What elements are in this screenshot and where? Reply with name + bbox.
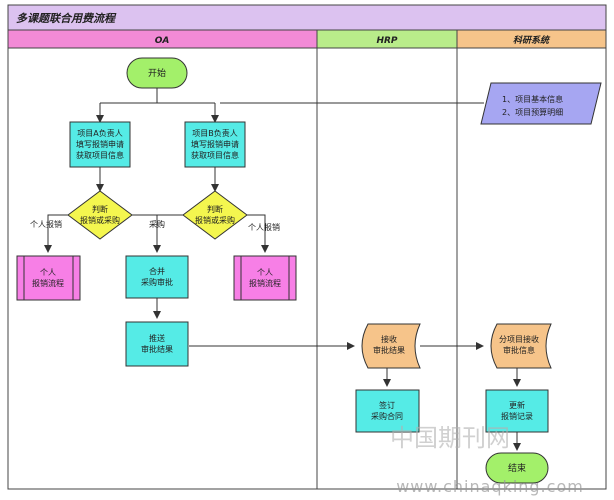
watermark: 中国期刊网 <box>390 424 510 452</box>
decision-b-line-2: 报销或采购 <box>195 215 235 225</box>
project-info-input: 1、项目基本信息 2、项目预算明细 <box>480 82 602 125</box>
update-line-1: 更新 <box>509 400 525 410</box>
decision-a-line-1: 判断 <box>92 204 108 214</box>
personal-left-line-1: 个人 <box>40 268 56 277</box>
diagram-title: 多课题联合用费流程 <box>16 12 117 25</box>
lane-header-research <box>456 29 607 49</box>
project-a-box: 项目A负责人 填写报销申请 获取项目信息 <box>69 121 131 168</box>
receive-result-node: 接收 审批结果 <box>361 323 421 369</box>
split-line-1: 分项目接收 <box>499 334 539 344</box>
personal-right-line-1: 个人 <box>257 268 273 277</box>
project-a-line-2: 填写报销申请 <box>76 139 124 149</box>
project-b-box: 项目B负责人 填写报销申请 获取项目信息 <box>184 121 246 168</box>
edge <box>44 214 68 253</box>
info-line-2: 2、项目预算明细 <box>502 107 563 117</box>
watermark-url: www.chinaqking.com <box>396 477 584 496</box>
personal-flow-left: 个人 报销流程 <box>16 255 81 301</box>
split-project-node: 分项目接收 审批信息 <box>490 323 552 369</box>
decision-a: 判断 报销或采购 <box>67 190 133 240</box>
title-bar <box>7 4 607 31</box>
push-result-box: 推送 审批结果 <box>125 321 189 367</box>
project-a-line-1: 项目A负责人 <box>77 128 122 138</box>
merge-line-1: 合并 <box>149 266 165 276</box>
decision-b: 判断 报销或采购 <box>182 190 248 240</box>
project-a-line-3: 获取项目信息 <box>76 150 124 160</box>
project-b-line-1: 项目B负责人 <box>192 128 238 138</box>
edge-label-personal-right: 个人报销 <box>248 222 280 232</box>
project-b-line-3: 获取项目信息 <box>191 150 239 160</box>
end-label: 结束 <box>508 462 526 474</box>
edge-label-purchase: 采购 <box>149 219 165 229</box>
merge-purchase-box: 合并 采购审批 <box>125 255 189 299</box>
update-record-box: 更新 报销记录 <box>485 389 549 433</box>
lane-label-hrp: HRP <box>376 36 397 46</box>
edge-label-personal-left: 个人报销 <box>30 219 62 229</box>
push-line-1: 推送 <box>149 333 165 343</box>
decision-a-line-2: 报销或采购 <box>80 215 120 225</box>
sign-line-2: 采购合同 <box>371 411 403 421</box>
push-line-2: 审批结果 <box>141 344 173 354</box>
receive-line-1: 接收 <box>381 334 397 344</box>
decision-b-line-1: 判断 <box>207 204 223 214</box>
merge-line-2: 采购审批 <box>141 277 173 287</box>
personal-flow-right: 个人 报销流程 <box>233 255 297 301</box>
end-node: 结束 <box>485 452 549 484</box>
start-label: 开始 <box>148 67 166 79</box>
split-line-2: 审批信息 <box>503 345 535 355</box>
personal-left-line-2: 报销流程 <box>32 278 64 288</box>
update-line-2: 报销记录 <box>501 411 533 421</box>
sign-contract-box: 签订 采购合同 <box>355 389 420 433</box>
personal-right-line-2: 报销流程 <box>249 278 281 288</box>
sign-line-1: 签订 <box>379 400 395 410</box>
info-line-1: 1、项目基本信息 <box>502 94 563 104</box>
receive-line-2: 审批结果 <box>373 345 405 355</box>
project-b-line-2: 填写报销申请 <box>191 139 239 149</box>
lane-label-research: 科研系统 <box>513 35 551 46</box>
lane-label-oa: OA <box>155 36 170 46</box>
edge <box>247 214 269 253</box>
start-node: 开始 <box>126 57 188 89</box>
